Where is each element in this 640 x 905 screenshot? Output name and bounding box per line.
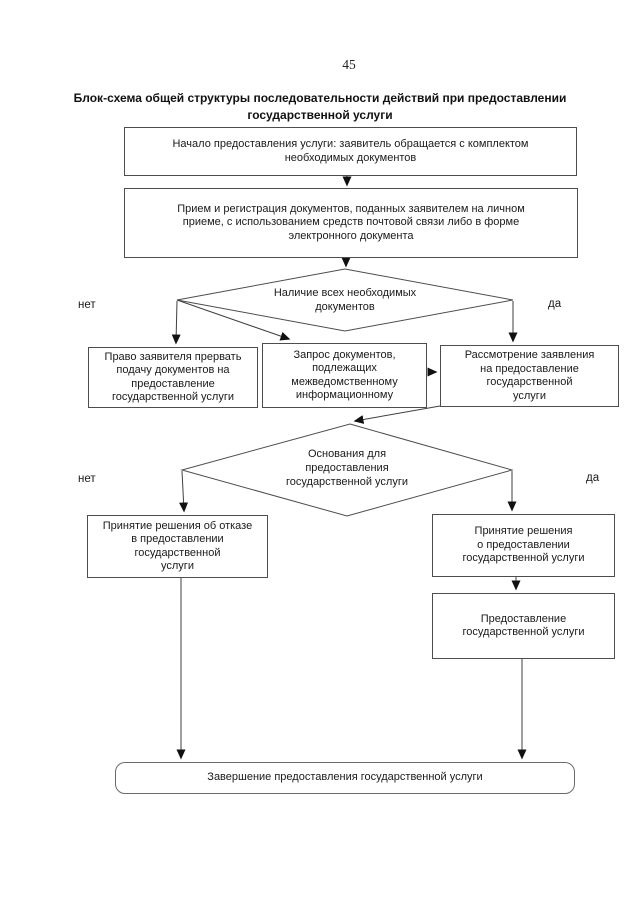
flow-node-review-application: Рассмотрение заявления на предоставление…: [440, 345, 619, 407]
page-number: 45: [342, 57, 356, 72]
flow-node-request-documents: Запрос документов, подлежащих межведомст…: [262, 343, 427, 408]
branch-label-no-2: нет: [78, 473, 96, 485]
arrow-no-to-request: [176, 299, 291, 341]
flow-node-finish-terminator: Завершение предоставления государственно…: [115, 762, 575, 794]
flow-node-deny-decision: Принятие решения об отказе в предоставле…: [87, 515, 268, 578]
decision-docs-label: Наличие всех необходимых документов: [273, 287, 417, 313]
decision-grounds-label: Основания для предоставления государстве…: [286, 448, 408, 488]
arrow-no-to-deny: [179, 470, 189, 513]
decision-grounds-diamond: [180, 423, 514, 517]
flow-node-start: Начало предоставления услуги: заявитель …: [124, 127, 577, 176]
decision-docs-diamond: [176, 268, 514, 332]
branch-label-yes-1: да: [548, 298, 562, 310]
flow-node-interrupt-right: Право заявителя прервать подачу документ…: [88, 347, 258, 408]
branch-label-no-1: нет: [78, 299, 96, 311]
flow-node-approve-decision: Принятие решения о предоставлении госуда…: [432, 514, 615, 577]
branch-label-yes-2: да: [586, 472, 600, 484]
flowchart-title: Блок-схема общей структуры последователь…: [73, 91, 567, 122]
arrow-no-to-interrupt: [171, 300, 181, 345]
flow-node-provide-service: Предоставление государственной услуги: [432, 593, 615, 659]
flow-node-receive-register: Прием и регистрация документов, поданных…: [124, 188, 578, 258]
arrow-review-to-decision-grounds: [353, 405, 441, 424]
